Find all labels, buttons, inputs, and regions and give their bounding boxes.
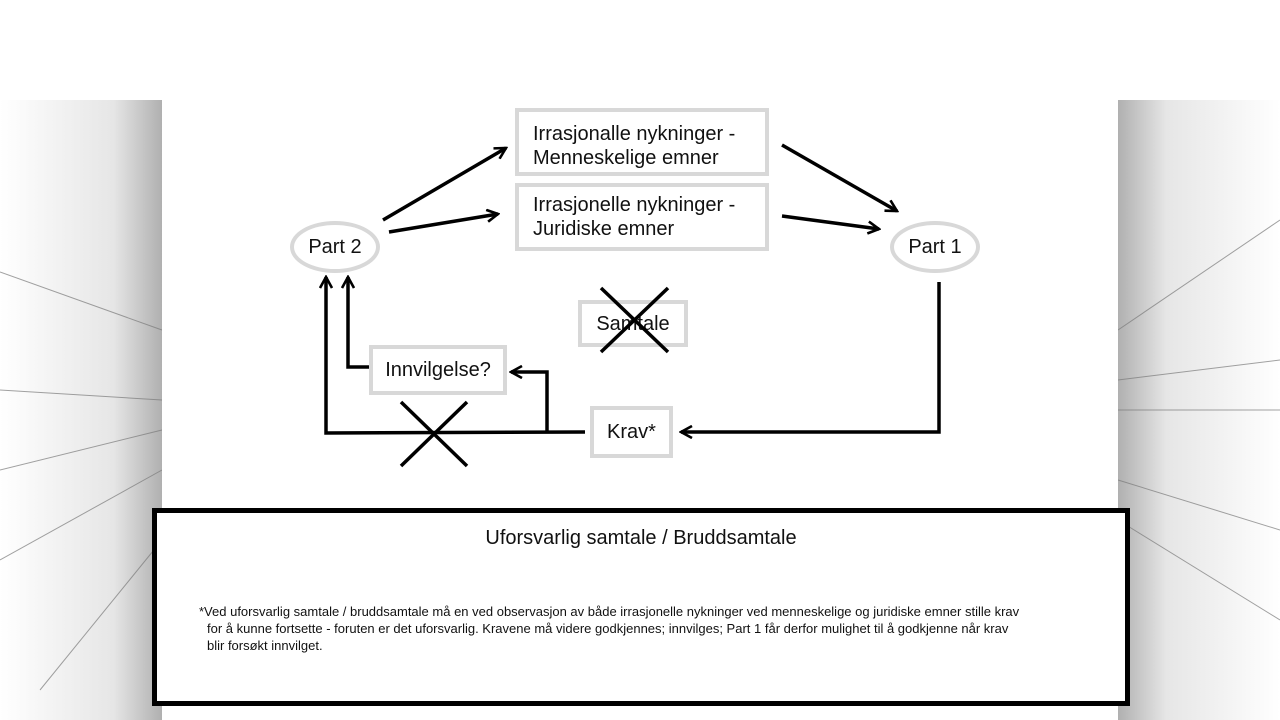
- info-note-line-2: for å kunne fortsette - foruten er det u…: [207, 621, 1009, 636]
- node-irrasjonelle-juridiske-line-2: Juridiske emner: [533, 218, 675, 240]
- node-samtale-label: Samtale: [596, 312, 670, 335]
- info-panel: Uforsvarlig samtale / Bruddsamtale *Ved …: [152, 508, 1130, 706]
- node-krav-label: Krav*: [607, 421, 656, 443]
- node-part-1-label: Part 1: [908, 235, 962, 258]
- node-samtale: Samtale: [578, 300, 688, 347]
- node-irrasjonelle-menneskelige: Irrasjonalle nykninger - Menneskelige em…: [515, 108, 769, 176]
- node-part-1: Part 1: [890, 221, 980, 273]
- info-panel-title: Uforsvarlig samtale / Bruddsamtale: [485, 527, 797, 549]
- node-irrasjonelle-juridiske-line-1: Irrasjonelle nykninger -: [533, 194, 736, 216]
- node-irrasjonelle-menneskelige-line-2: Menneskelige emner: [533, 147, 719, 169]
- node-innvilgelse: Innvilgelse?: [369, 345, 507, 395]
- info-note-line-1: *Ved uforsvarlig samtale / bruddsamtale …: [199, 604, 1020, 619]
- node-irrasjonelle-juridiske: Irrasjonelle nykninger - Juridiske emner: [515, 183, 769, 251]
- info-note-line-3: blir forsøkt innvilget.: [207, 638, 323, 653]
- node-part-2-label: Part 2: [308, 235, 362, 258]
- left-shadow: [0, 100, 162, 720]
- info-panel-note: *Ved uforsvarlig samtale / bruddsamtale …: [199, 603, 1099, 654]
- node-irrasjonelle-menneskelige-line-1: Irrasjonalle nykninger -: [533, 123, 736, 145]
- node-part-2: Part 2: [290, 221, 380, 273]
- node-krav: Krav*: [590, 406, 673, 458]
- radiating-lines: [0, 219, 1280, 691]
- node-innvilgelse-label: Innvilgelse?: [385, 359, 491, 381]
